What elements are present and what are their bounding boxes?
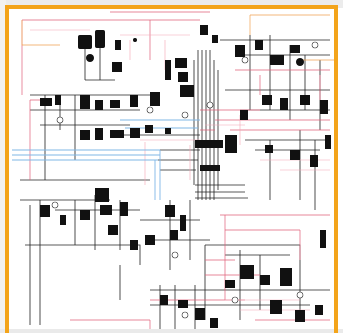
left-bleed [0, 0, 6, 333]
wires-black [20, 30, 330, 333]
components [40, 25, 331, 328]
wires-orange [21, 14, 335, 61]
bottom-bleed [0, 329, 343, 333]
symbols [51, 41, 319, 319]
top-bleed [0, 0, 343, 8]
